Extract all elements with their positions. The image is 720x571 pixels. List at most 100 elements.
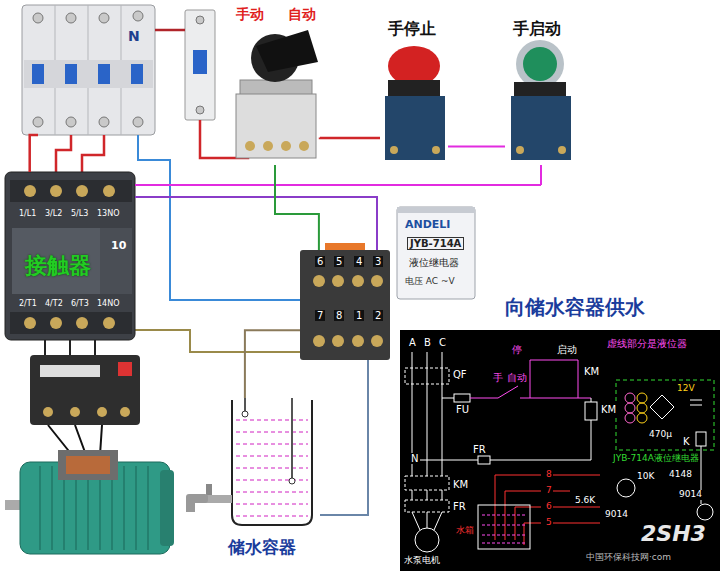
schematic	[625, 413, 635, 423]
wire-connector	[448, 146, 505, 148]
schematic-label: 7	[545, 486, 553, 496]
relay-base	[313, 275, 325, 287]
schematic-label: FU	[455, 404, 470, 415]
circuit-breaker	[98, 64, 110, 84]
wire-connector	[320, 136, 380, 139]
node-text: 4/T2	[45, 300, 63, 309]
node-text: 6	[315, 256, 325, 267]
schematic	[696, 432, 706, 446]
node-text: 自动	[288, 7, 316, 22]
circuit-breaker: N	[22, 5, 155, 135]
node-text: 10	[111, 240, 126, 252]
contactor	[50, 185, 62, 197]
relay-base	[300, 243, 390, 360]
thermal-relay	[118, 362, 132, 376]
node-text: 3	[373, 256, 383, 267]
circuit-breaker	[133, 11, 143, 21]
wire	[56, 135, 71, 172]
thermal-relay	[40, 365, 100, 377]
schematic-label: B	[423, 337, 432, 348]
schematic	[650, 395, 674, 419]
contactor	[10, 312, 132, 334]
start-button	[558, 146, 566, 154]
selector-switch	[256, 30, 318, 72]
circuit-breaker	[22, 5, 155, 135]
node-text: 13NO	[97, 210, 119, 219]
schematic	[442, 398, 454, 399]
contactor	[10, 180, 132, 202]
schematic	[625, 403, 635, 413]
node-text: 8	[334, 310, 344, 321]
faucet	[205, 495, 232, 503]
relay-base	[352, 275, 364, 287]
small-breaker	[196, 16, 204, 24]
relay-module	[397, 207, 475, 213]
contactor	[100, 228, 132, 294]
schematic-label: KM	[452, 479, 469, 490]
thermal-relay	[30, 355, 140, 425]
contactor	[5, 172, 135, 340]
schematic	[412, 512, 442, 530]
schematic-label: 手	[492, 372, 504, 383]
water-tank	[242, 411, 248, 417]
thermal-relay	[120, 407, 130, 417]
wire	[138, 135, 300, 300]
thermal-relay	[70, 407, 80, 417]
small-breaker	[185, 10, 215, 120]
node-text: 手启动	[513, 20, 561, 38]
water-tank	[291, 398, 293, 478]
wire-connector	[320, 360, 368, 515]
schematic	[637, 413, 647, 423]
relay-base	[371, 335, 383, 347]
schematic-label: 4148	[668, 470, 693, 480]
schematic-label: 水泵电机	[403, 556, 441, 566]
node-text: 储水容器	[228, 538, 296, 557]
schematic-label: 2SH3	[640, 522, 707, 546]
circuit-breaker	[65, 64, 77, 84]
node-text: 7	[315, 310, 325, 321]
small-breaker	[185, 10, 215, 120]
start-button	[516, 146, 524, 154]
schematic-label: 5.6K	[574, 496, 596, 506]
schematic-label: 水箱	[455, 526, 475, 536]
circuit-breaker	[32, 64, 44, 84]
schematic	[400, 330, 720, 571]
schematic	[530, 360, 578, 398]
schematic	[625, 393, 635, 403]
contactor	[103, 317, 115, 329]
node-text: 手停止	[388, 20, 436, 38]
circuit-breaker	[22, 5, 155, 135]
contactor	[5, 172, 135, 340]
schematic-label: 470μ	[648, 430, 673, 440]
schematic	[585, 402, 597, 420]
schematic-label: 启动	[556, 344, 578, 355]
circuit-breaker	[33, 117, 43, 127]
circuit-breaker	[133, 117, 143, 127]
node-text: 电压 AC ~V	[405, 277, 455, 287]
node-text: 5	[334, 256, 344, 267]
schematic-label: A	[408, 337, 417, 348]
start-button	[516, 40, 564, 88]
relay-base	[352, 335, 364, 347]
contactor	[24, 185, 36, 197]
stop-button	[385, 96, 445, 160]
motor	[5, 450, 174, 554]
start-button	[511, 96, 571, 160]
contactor	[24, 317, 36, 329]
schematic-label: 虚线部分是液位器	[606, 338, 688, 349]
node-text: 接触器	[25, 254, 91, 278]
circuit-breaker	[66, 13, 76, 23]
node-text: 5/L3	[71, 210, 88, 219]
node-text: 3/L2	[45, 210, 62, 219]
schematic-label: 5	[545, 518, 553, 528]
schematic	[637, 393, 647, 403]
schematic	[420, 398, 591, 460]
stop-button	[385, 46, 445, 160]
node-text: N	[128, 29, 140, 44]
faucet	[186, 500, 195, 512]
schematic	[405, 476, 449, 490]
circuit-breaker	[99, 117, 109, 127]
small-breaker	[196, 106, 204, 114]
